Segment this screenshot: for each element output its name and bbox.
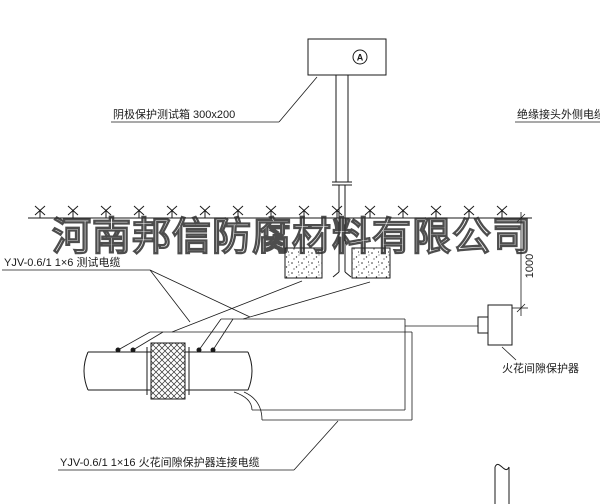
spark-gap-protector [477, 304, 513, 346]
ammeter-letter: A [357, 53, 364, 63]
test-cable-label: YJV-0.6/1 1×6 测试电缆 [4, 256, 120, 269]
test-box-outline [307, 38, 387, 76]
dimension-value: 1000 [524, 254, 536, 278]
protector-terminal [477, 316, 489, 334]
anchor-block-right [351, 247, 391, 279]
callout-test-box: 阴极保护测试箱 300x200 [111, 76, 318, 123]
test-box-label: 阴极保护测试箱 300x200 [113, 107, 235, 121]
cable-runs [117, 280, 478, 421]
protector-body [487, 304, 513, 346]
riser-conduit [332, 75, 352, 278]
company-watermark: 河南邦信防腐材料有限公司 [52, 216, 532, 259]
callout-test-cable: YJV-0.6/1 1×6 测试电缆 [2, 256, 251, 323]
dimension-1000: 1000 [512, 212, 536, 316]
test-box: A [307, 38, 387, 76]
spark-gap-cable-label: YJV-0.6/1 1×16 火花间隙保护器连接电缆 [60, 455, 260, 469]
ammeter-circle-icon [352, 49, 368, 65]
concrete-anchor-blocks [284, 247, 391, 279]
insulating-flange [150, 342, 186, 400]
ground-line [28, 205, 532, 219]
pipeline [83, 342, 253, 400]
spark-gap-protector-label: 火花间隙保护器 [502, 361, 579, 375]
callout-insulated-joint-cable: 绝缘接头外侧电缆 [515, 107, 600, 123]
pipe-stub-symbol [494, 463, 510, 504]
pipe-end-right [247, 351, 253, 391]
callout-spark-gap-cable: YJV-0.6/1 1×16 火花间隙保护器连接电缆 [58, 420, 339, 471]
callout-spark-gap-protector: 火花间隙保护器 [501, 346, 579, 375]
pipe-end-left [83, 351, 89, 391]
anchor-block-left [284, 247, 323, 279]
insulated-joint-cable-label: 绝缘接头外侧电缆 [517, 107, 600, 121]
